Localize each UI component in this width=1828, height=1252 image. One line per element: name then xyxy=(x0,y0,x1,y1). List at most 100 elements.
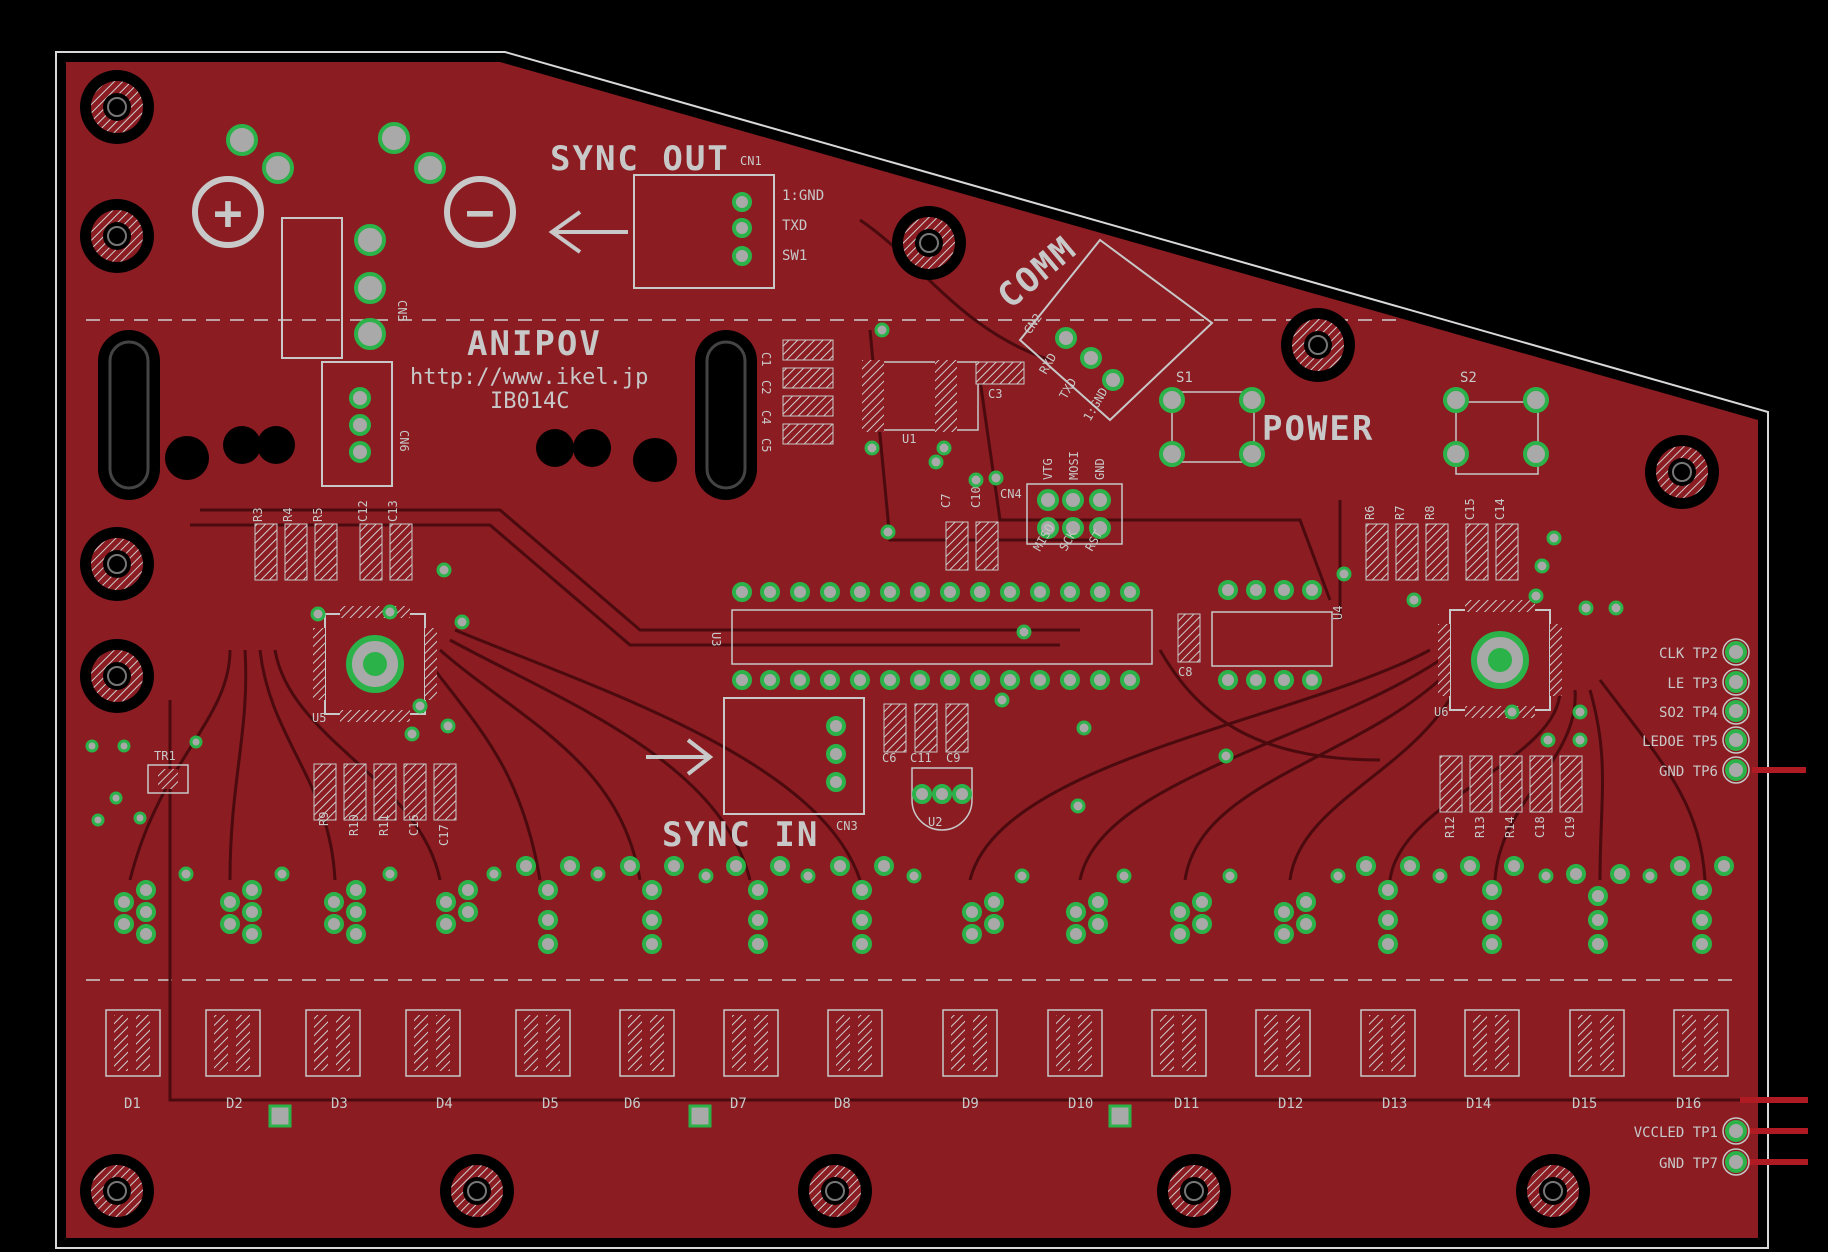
u3-chip xyxy=(731,609,1153,665)
mounting-hole xyxy=(892,206,966,280)
cn3-outline xyxy=(723,697,865,815)
r5-label: R5 xyxy=(311,508,325,522)
cn3-label: CN3 xyxy=(836,819,858,833)
c6-label: C6 xyxy=(882,751,896,765)
mounting-hole xyxy=(1157,1154,1231,1228)
cn5-label: CN5 xyxy=(395,300,409,322)
c19-label: C19 xyxy=(1563,816,1577,838)
led-d8 xyxy=(827,1009,883,1077)
r3-label: R3 xyxy=(251,508,265,522)
mounting-hole xyxy=(80,639,154,713)
slot-mid xyxy=(695,330,757,500)
led-via-clusters xyxy=(114,856,1734,954)
c7-label: C7 xyxy=(939,494,953,508)
led-d3 xyxy=(305,1009,361,1077)
isp-vtg: VTG xyxy=(1041,458,1055,480)
slot-mid-inner xyxy=(705,340,747,490)
r11-label: R11 xyxy=(377,814,391,836)
c14-label: C14 xyxy=(1493,498,1507,520)
c10-label: C10 xyxy=(969,486,983,508)
cn6-pads xyxy=(349,387,371,463)
led-label-d10: D10 xyxy=(1068,1096,1093,1112)
led-d7 xyxy=(723,1009,779,1077)
board-model: IB014C xyxy=(490,389,569,414)
s2-switch xyxy=(1443,387,1549,475)
led-label-d3: D3 xyxy=(331,1096,348,1112)
s2-label: S2 xyxy=(1460,370,1477,386)
tp-label-le: LE TP3 xyxy=(1667,676,1718,692)
led-d10 xyxy=(1047,1009,1103,1077)
cn1-pin-2: TXD xyxy=(782,218,807,234)
led-label-d7: D7 xyxy=(730,1096,747,1112)
c15-label: C15 xyxy=(1463,498,1477,520)
sync-out-label: SYNC OUT xyxy=(550,139,730,179)
r13-label: R13 xyxy=(1473,816,1487,838)
u4-chip xyxy=(1211,611,1333,667)
u3-pins-top xyxy=(732,582,1140,602)
led-label-d12: D12 xyxy=(1278,1096,1303,1112)
tp-label-clk: CLK TP2 xyxy=(1659,646,1718,662)
c18-label: C18 xyxy=(1533,816,1547,838)
led-label-d2: D2 xyxy=(226,1096,243,1112)
c4-label: C4 xyxy=(759,410,773,424)
cn1-outline xyxy=(633,174,775,289)
cn4-label: CN4 xyxy=(1000,487,1022,501)
r8-label: R8 xyxy=(1423,506,1437,520)
r14-label: R14 xyxy=(1503,816,1517,838)
c17-label: C17 xyxy=(437,824,451,846)
led-d13 xyxy=(1360,1009,1416,1077)
c1-c5-pads xyxy=(782,339,834,445)
cn1-pin-3: SW1 xyxy=(782,248,807,264)
right-bottom-passives xyxy=(1439,755,1583,813)
led-label-d16: D16 xyxy=(1676,1096,1701,1112)
u5-label: U5 xyxy=(312,711,326,725)
led-row xyxy=(105,1009,1729,1077)
left-bottom-passives xyxy=(313,763,457,821)
led-label-d6: D6 xyxy=(624,1096,641,1112)
led-d15 xyxy=(1569,1009,1625,1077)
u2-label: U2 xyxy=(928,815,942,829)
led-label-d13: D13 xyxy=(1382,1096,1407,1112)
power-terminal-pads xyxy=(226,122,446,350)
u6-chip xyxy=(1438,600,1562,718)
led-label-d8: D8 xyxy=(834,1096,851,1112)
u3-label: U3 xyxy=(709,632,723,646)
tr1-transistor xyxy=(147,764,189,794)
plus-label: + xyxy=(214,185,243,241)
c2-label: C2 xyxy=(759,380,773,394)
led-d16 xyxy=(1673,1009,1729,1077)
slots xyxy=(98,330,757,500)
led-label-d14: D14 xyxy=(1466,1096,1491,1112)
cn3-pads xyxy=(826,716,846,792)
isp-gnd: GND xyxy=(1093,458,1107,480)
u4-label: U4 xyxy=(1331,606,1345,620)
c11-label: C11 xyxy=(910,751,932,765)
left-top-passives xyxy=(254,523,413,581)
sync-out-arrow xyxy=(548,210,628,254)
u2-regulator xyxy=(911,767,973,831)
led-label-d4: D4 xyxy=(436,1096,453,1112)
led-d12 xyxy=(1255,1009,1311,1077)
cn6-label: CN6 xyxy=(397,430,411,452)
isp-mosi: MOSI xyxy=(1067,451,1081,480)
c16-label: C16 xyxy=(407,814,421,836)
mounting-hole xyxy=(440,1154,514,1228)
cn2-pads xyxy=(1055,327,1124,391)
tp-label-gnd-tp6: GND TP6 xyxy=(1659,764,1718,780)
led-label-d1: D1 xyxy=(124,1096,141,1112)
power-label: POWER xyxy=(1262,409,1374,449)
r6-label: R6 xyxy=(1363,506,1377,520)
tp-label-ledoe: LEDOE TP5 xyxy=(1642,734,1718,750)
tp-label-vccled: VCCLED TP1 xyxy=(1634,1125,1718,1141)
led-d4 xyxy=(405,1009,461,1077)
mounting-holes xyxy=(80,70,1719,1228)
mounting-hole xyxy=(1645,435,1719,509)
u1-chip xyxy=(862,360,979,432)
led-labels: D1 D2 D3 D4 D5 D6 D7 D8 D9 D10 D11 D12 D… xyxy=(124,1096,1701,1112)
c3-label: C3 xyxy=(988,387,1002,401)
mounting-hole xyxy=(80,1154,154,1228)
board-url: http://www.ikel.jp xyxy=(410,365,648,390)
cn1-pads xyxy=(732,192,752,266)
led-d2 xyxy=(205,1009,261,1077)
